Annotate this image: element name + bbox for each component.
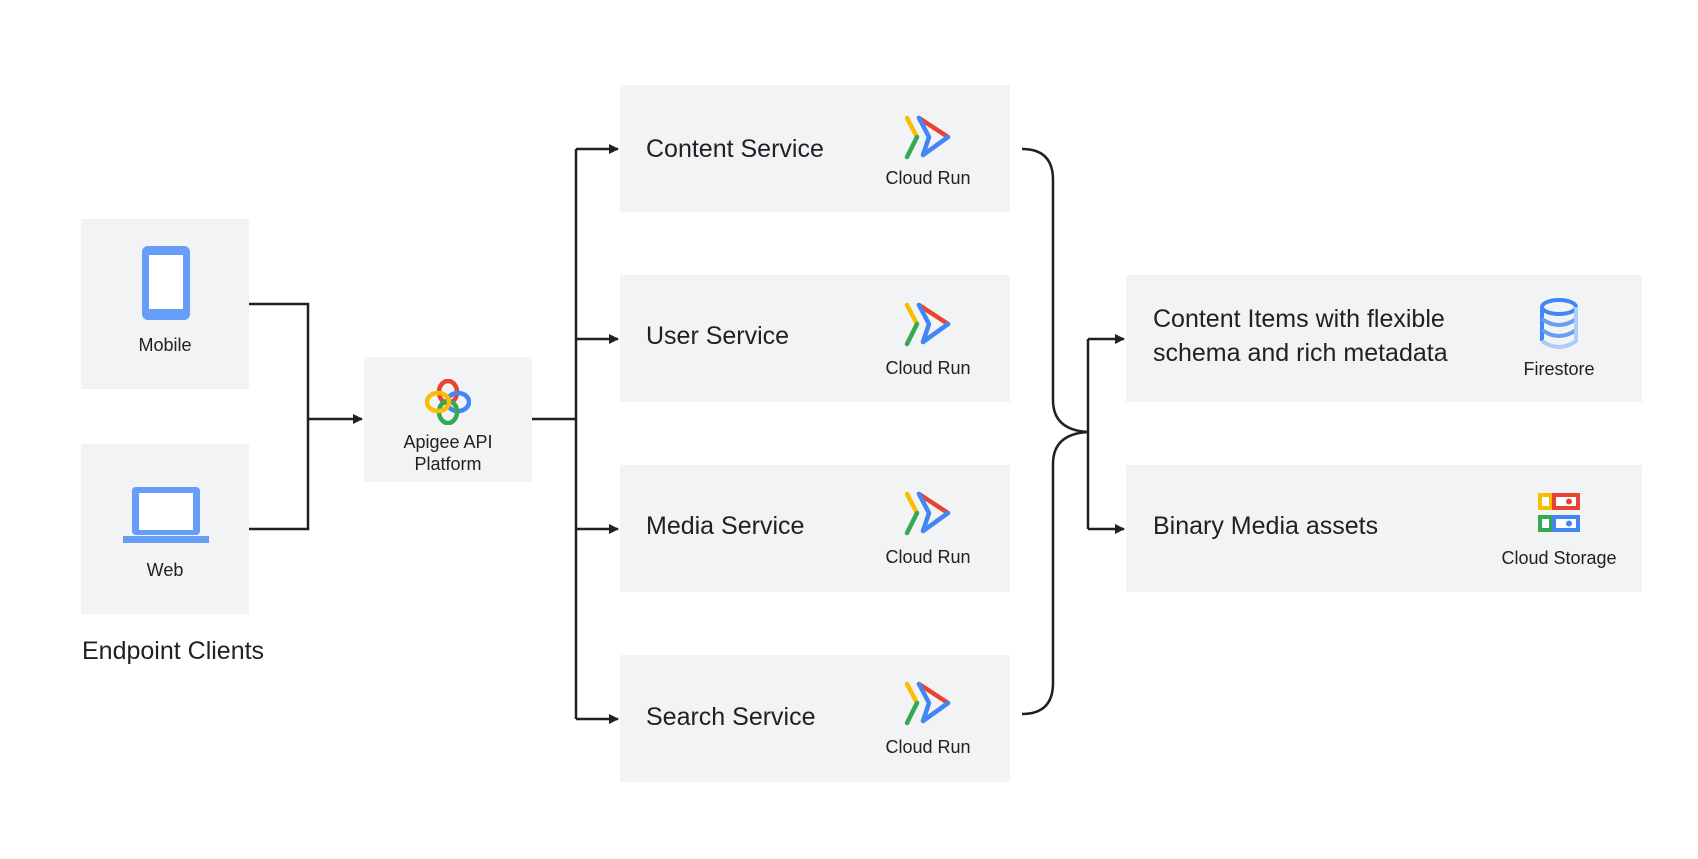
cloud-run-icon (904, 491, 951, 536)
endpoint-clients-title: Endpoint Clients (82, 637, 265, 665)
web-connector (249, 419, 310, 531)
search-service-box: Search Service Cloud Run (620, 655, 1010, 782)
firestore-icon (1540, 298, 1578, 349)
apigee-label-line2: Platform (414, 454, 482, 474)
search-service-label: Search Service (646, 703, 816, 731)
cloud-storage-description: Binary Media assets (1153, 512, 1379, 540)
laptop-icon (123, 487, 209, 543)
firestore-product-label: Firestore (1523, 359, 1595, 379)
mobile-connector (249, 302, 310, 419)
apigee-label-line1: Apigee API (403, 432, 493, 452)
mobile-client-box: Mobile (81, 219, 249, 389)
smartphone-icon (142, 246, 190, 320)
user-service-label: User Service (646, 322, 790, 350)
apigee-box: Apigee API Platform (364, 357, 532, 482)
search-service-platform: Cloud Run (885, 737, 971, 757)
cloud-run-icon (904, 115, 951, 160)
web-label: Web (146, 560, 184, 580)
services-brace (1021, 147, 1089, 716)
content-service-box: Content Service Cloud Run (620, 85, 1010, 212)
content-service-label: Content Service (646, 135, 824, 163)
firestore-description-line1: Content Items with flexible (1153, 305, 1445, 333)
mobile-label: Mobile (138, 335, 192, 355)
firestore-description-line2: schema and rich metadata (1153, 339, 1448, 367)
cloud-storage-box: Binary Media assets Cloud Storage (1126, 465, 1642, 592)
firestore-box: Content Items with flexible schema and r… (1126, 275, 1642, 402)
media-service-box: Media Service Cloud Run (620, 465, 1010, 592)
user-service-box: User Service Cloud Run (620, 275, 1010, 402)
media-service-label: Media Service (646, 512, 805, 540)
user-service-platform: Cloud Run (885, 358, 971, 378)
cloud-run-icon (904, 681, 951, 726)
media-service-platform: Cloud Run (885, 547, 971, 567)
cloud-run-icon (904, 302, 951, 347)
web-client-box: Web (81, 444, 249, 614)
content-service-platform: Cloud Run (885, 168, 971, 188)
cloud-storage-product-label: Cloud Storage (1501, 548, 1617, 568)
cloud-storage-icon (1538, 493, 1580, 532)
apigee-icon (425, 379, 471, 425)
